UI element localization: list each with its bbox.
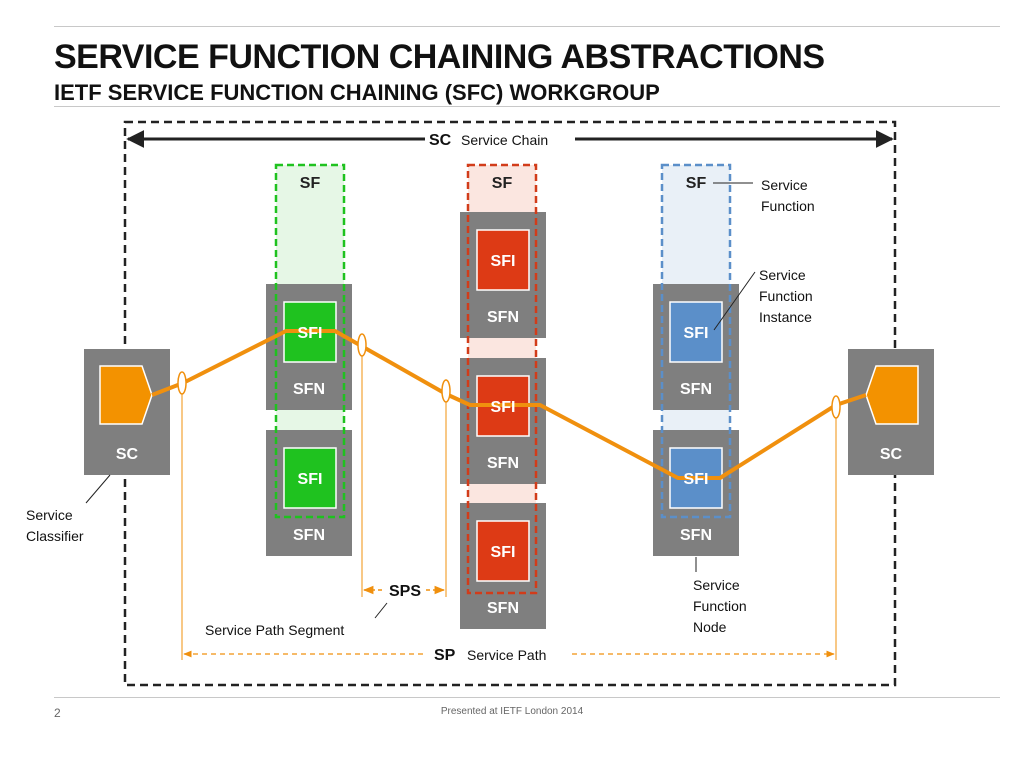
service-path-segment-label: Service Path Segment <box>205 622 344 638</box>
classifier-label-left: SC <box>116 446 139 463</box>
top-rule <box>54 26 1000 27</box>
path-marker <box>357 333 367 357</box>
sfi-label: SFI <box>298 471 323 488</box>
sfn-label: SFN <box>680 527 712 544</box>
classifier-shape-left <box>99 365 153 425</box>
sfi-label: SFI <box>491 544 516 561</box>
service-path-abbr: SP <box>434 647 456 664</box>
callout-service-function-node: Service Function Node <box>693 577 747 635</box>
page-number: 2 <box>54 706 61 720</box>
sfi-label: SFI <box>684 325 709 342</box>
sfi-label: SFI <box>491 253 516 270</box>
callout-line <box>85 474 111 504</box>
service-path-line <box>151 329 867 480</box>
footer-rule <box>54 697 1000 698</box>
service-chain-label: Service Chain <box>461 132 548 148</box>
sfn-label: SFN <box>680 381 712 398</box>
classifier-label-right: SC <box>880 446 903 463</box>
sf-label: SF <box>300 175 321 192</box>
sfn-label: SFN <box>487 309 519 326</box>
sf-label: SF <box>686 175 707 192</box>
footer-text: Presented at IETF London 2014 <box>440 706 584 717</box>
sps-abbr: SPS <box>389 583 421 600</box>
sfi-box <box>476 229 530 291</box>
callout-service-function-instance: Service Function Instance <box>759 267 813 325</box>
service-chain-abbr: SC <box>429 132 452 149</box>
callout-service-function: Service Function <box>761 177 815 214</box>
sf-blue-border <box>660 163 732 519</box>
sfi-box <box>476 520 530 582</box>
path-marker <box>831 395 841 419</box>
sfn-label: SFN <box>293 381 325 398</box>
sf-red-border <box>466 163 538 595</box>
title-rule <box>54 106 1000 107</box>
path-marker <box>441 379 451 403</box>
page-title: SERVICE FUNCTION CHAINING ABSTRACTIONS <box>54 38 825 76</box>
sfi-box <box>283 447 337 509</box>
path-marker <box>177 371 187 395</box>
sf-green-border <box>274 163 346 519</box>
sfn-label: SFN <box>293 527 325 544</box>
sfi-box <box>669 301 723 363</box>
service-path-label: Service Path <box>467 647 546 663</box>
page-subtitle: IETF SERVICE FUNCTION CHAINING (SFC) WOR… <box>54 80 660 105</box>
callout-line <box>374 602 388 619</box>
callout-line <box>713 271 756 331</box>
sfi-label: SFI <box>491 399 516 416</box>
sfn-label: SFN <box>487 600 519 617</box>
callout-service-classifier: Service Classifier <box>26 507 84 544</box>
sf-label: SF <box>492 175 513 192</box>
classifier-shape-right <box>865 365 919 425</box>
sfi-label: SFI <box>298 325 323 342</box>
sfn-label: SFN <box>487 455 519 472</box>
sfi-label: SFI <box>684 471 709 488</box>
